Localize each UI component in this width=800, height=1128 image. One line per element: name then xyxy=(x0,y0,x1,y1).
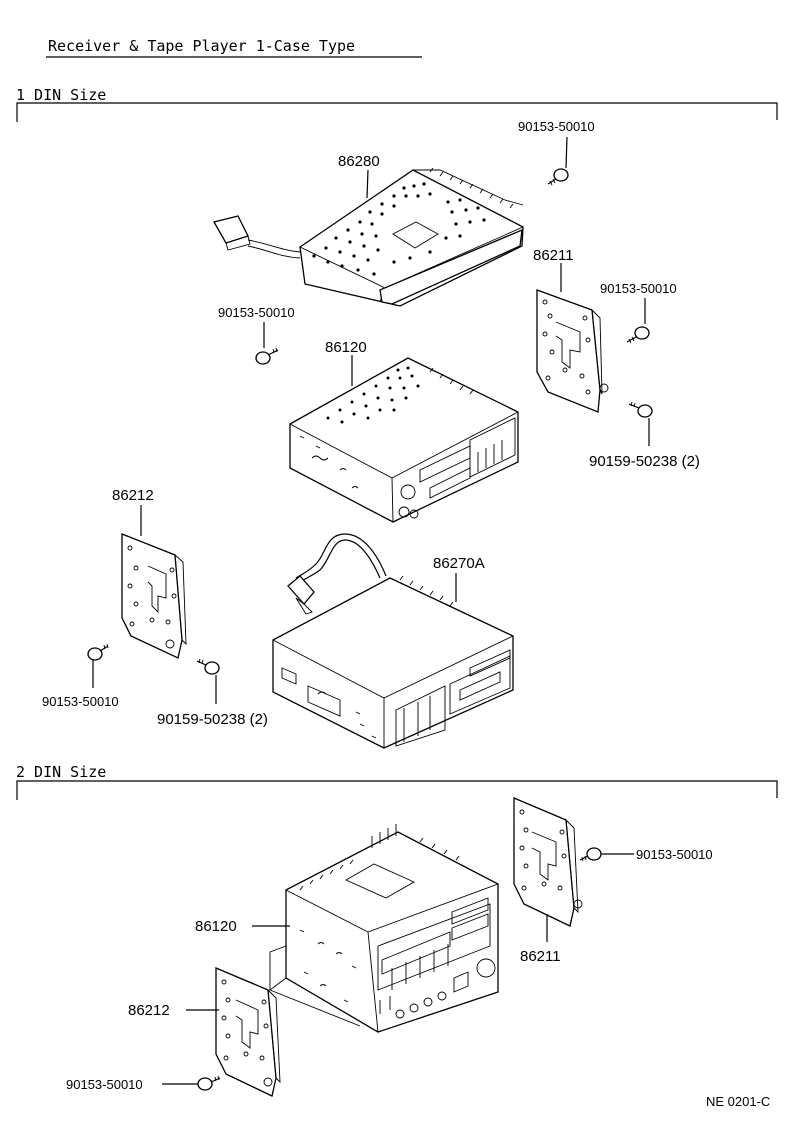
label-86120-a: 86120 xyxy=(325,339,367,356)
part-86120-2din xyxy=(269,824,499,1033)
label-86212-a: 86212 xyxy=(112,487,154,504)
part-86212-bracket-2din xyxy=(215,967,281,1097)
label-86211-a: 86211 xyxy=(533,247,574,264)
section-2din-bracket xyxy=(16,780,778,800)
section-1din-label: 1 DIN Size xyxy=(16,86,106,104)
label-screw-din2-l: 90153-50010 xyxy=(66,1077,143,1092)
screw-icon xyxy=(626,326,650,344)
leader-86280 xyxy=(366,169,369,199)
label-86270A: 86270A xyxy=(433,555,485,572)
part-86211-bracket xyxy=(536,289,609,413)
part-86212-bracket xyxy=(121,533,187,659)
diagram-title: Receiver & Tape Player 1-Case Type xyxy=(48,37,355,55)
section-1din-bracket xyxy=(16,102,778,122)
label-screw-lower-l: 90153-50010 xyxy=(42,694,119,709)
screw-icon xyxy=(196,658,220,675)
label-86280: 86280 xyxy=(338,153,380,170)
part-86211-bracket-2din xyxy=(513,797,583,927)
part-86120-1din xyxy=(289,357,519,523)
label-86212-b: 86212 xyxy=(128,1002,170,1019)
screw-icon xyxy=(197,1075,221,1091)
label-86120-b: 86120 xyxy=(195,918,237,935)
screw-icon xyxy=(255,347,279,365)
label-86211-b: 86211 xyxy=(520,948,561,965)
part-86280 xyxy=(213,167,524,307)
screw-icon xyxy=(579,847,602,862)
leader-screw-top xyxy=(565,136,568,169)
label-screw-top: 90153-50010 xyxy=(518,119,595,134)
section-2din-label: 2 DIN Size xyxy=(16,763,106,781)
label-screw-lower-m: 90159-50238 (2) xyxy=(157,711,268,728)
label-screw-right: 90153-50010 xyxy=(600,281,677,296)
label-screw-right-b: 90159-50238 (2) xyxy=(589,453,700,470)
label-screw-left: 90153-50010 xyxy=(218,305,295,320)
reference-code: NE 0201-C xyxy=(706,1094,770,1109)
label-screw-din2-r: 90153-50010 xyxy=(636,847,713,862)
screw-icon xyxy=(547,168,569,186)
part-86270A xyxy=(272,533,514,749)
screw-icon xyxy=(87,643,109,661)
screw-icon xyxy=(628,401,653,418)
